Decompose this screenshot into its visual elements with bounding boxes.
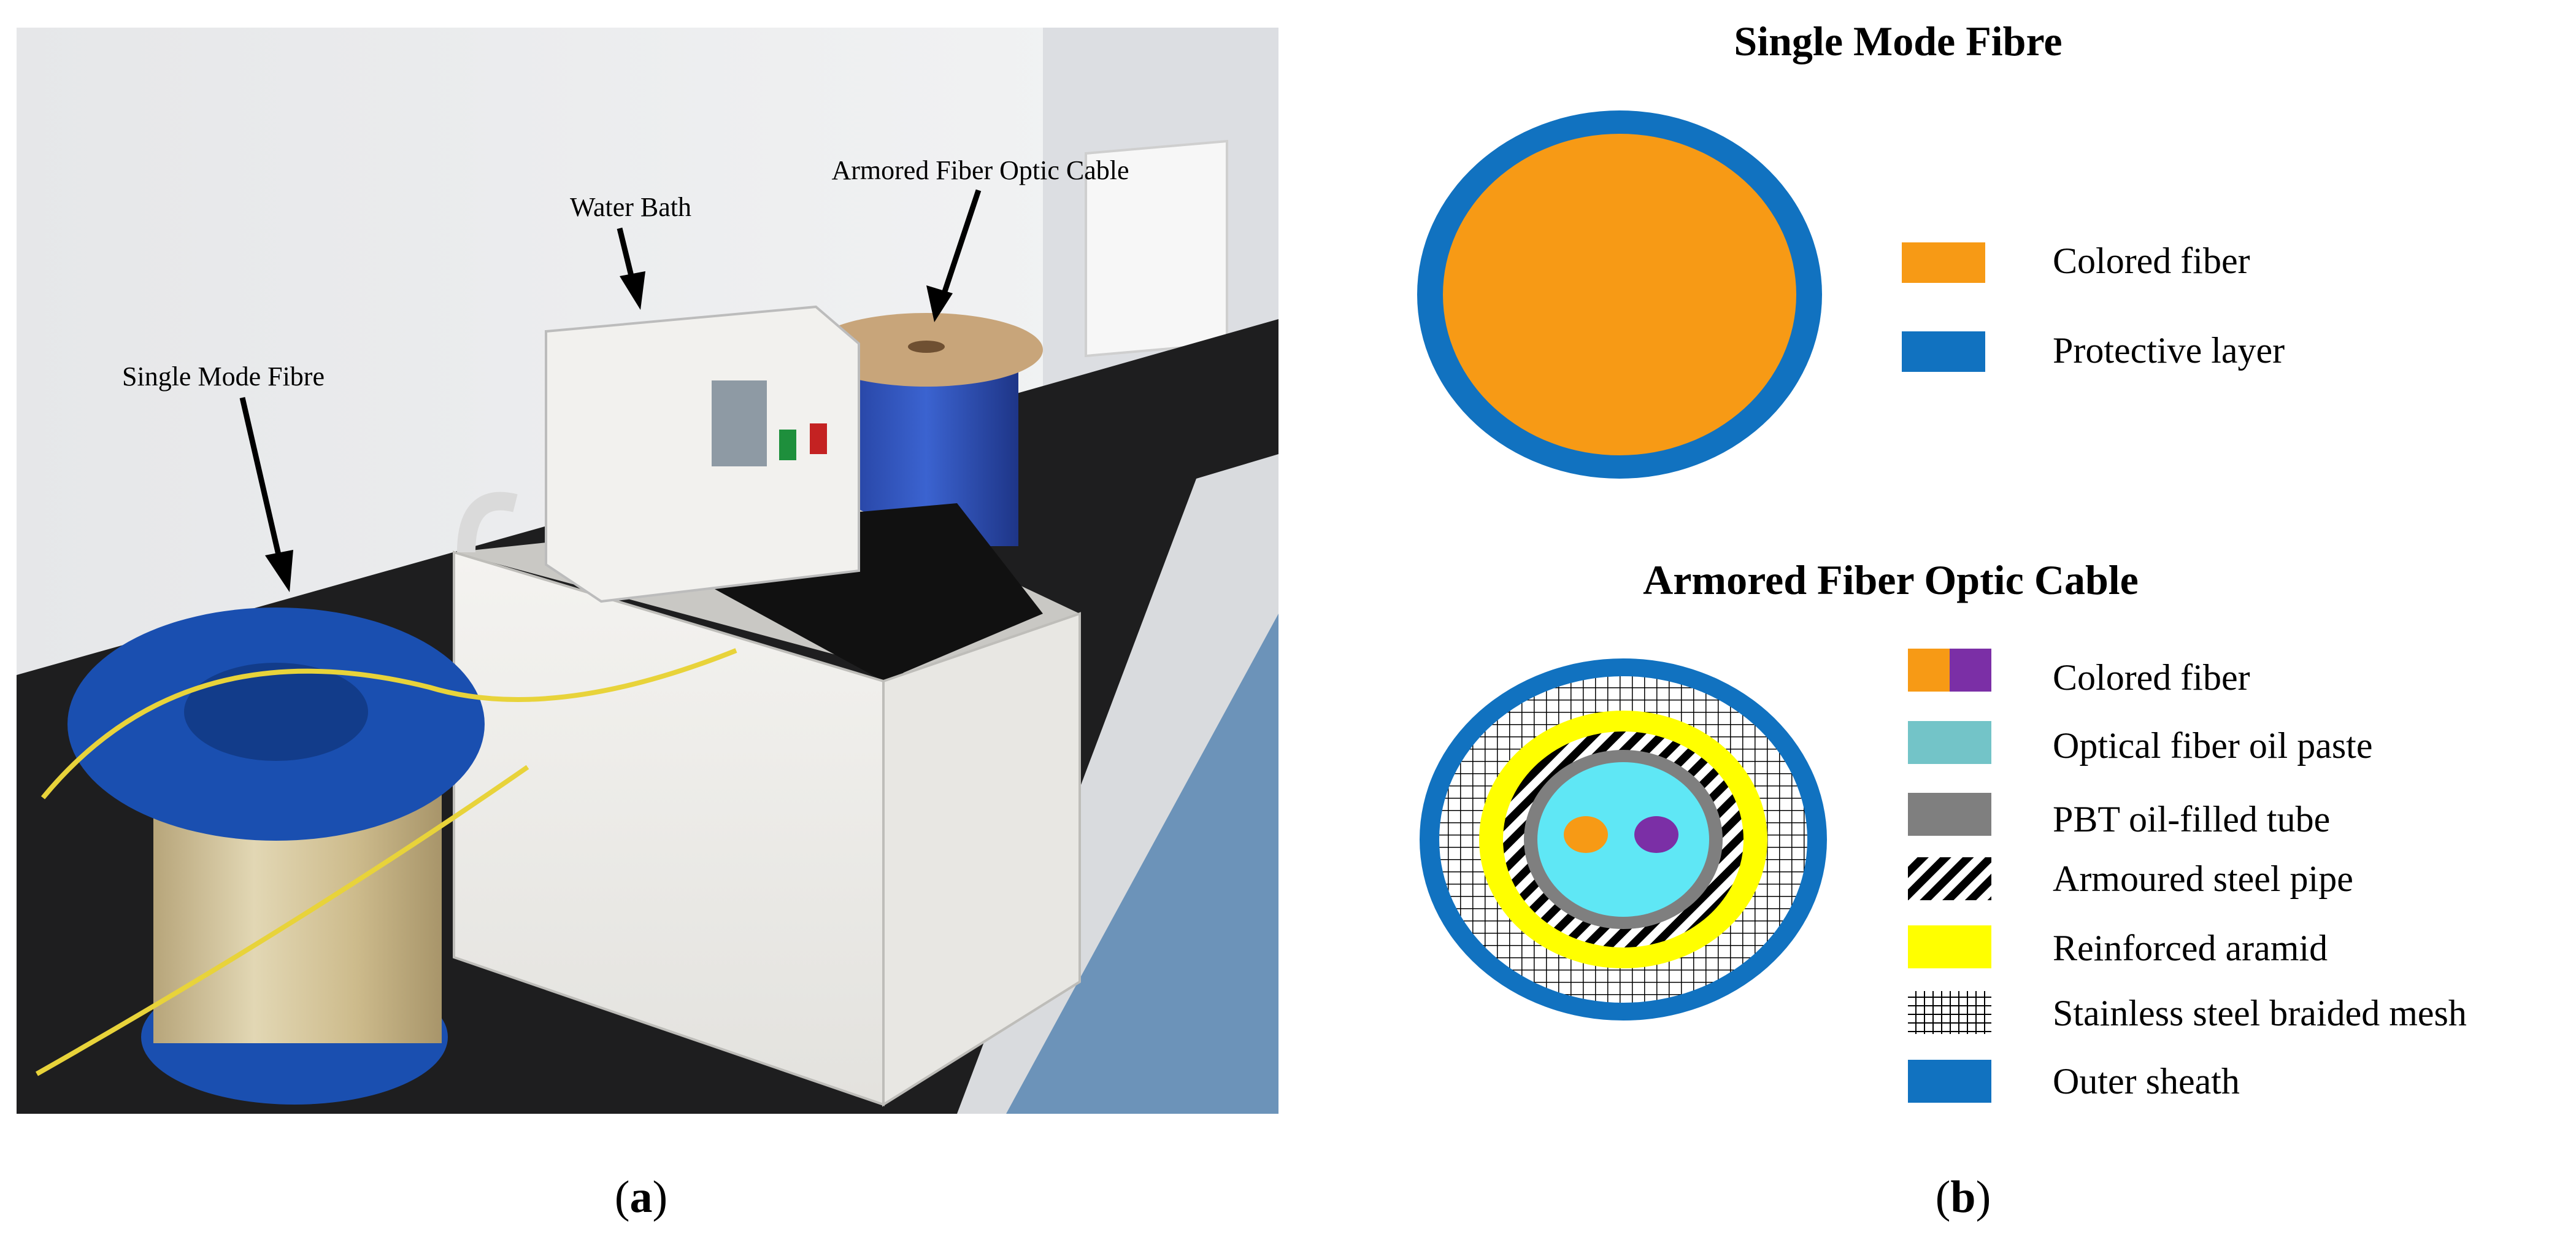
arrow-armored (939, 189, 982, 302)
arrow-single-mode (239, 396, 285, 572)
single-mode-cross-section (1417, 110, 1822, 479)
legend-swatch-outer-sheath (1908, 1060, 1991, 1103)
armored-title: Armored Fiber Optic Cable (1643, 557, 2139, 603)
legend-label-armored-colored-fiber: Colored fiber (2053, 657, 2250, 698)
water-bath (453, 305, 1081, 1107)
oil-paste-core (1537, 762, 1709, 917)
legend-swatch-protective-layer (1902, 331, 1985, 372)
caption-a: (a) (615, 1172, 667, 1222)
single-mode-fibre-spool (36, 608, 737, 1105)
legend-label-pbt-tube: PBT oil-filled tube (2053, 799, 2330, 839)
legend-swatch-aramid (1908, 925, 1991, 968)
colored-fiber-purple (1634, 816, 1678, 853)
photo-panel: Single Mode Fibre Water Bath Armored Fib… (17, 28, 1278, 1114)
legend-swatch-pbt-tube (1908, 793, 1991, 836)
caption-b: (b) (1936, 1172, 1991, 1222)
arrowhead-armored (926, 285, 953, 322)
colored-fiber-orange (1564, 816, 1608, 853)
label-single-mode-fibre: Single Mode Fibre (122, 361, 325, 392)
legend-label-steel-pipe: Armoured steel pipe (2053, 858, 2353, 899)
armored-cross-section (1420, 658, 1827, 1020)
legend-swatch-armored-colored-fiber-orange (1908, 649, 1950, 692)
legend-label-aramid: Reinforced aramid (2053, 928, 2328, 968)
legend-swatch-steel-pipe (1908, 857, 1991, 900)
single-mode-title: Single Mode Fibre (1734, 18, 2062, 64)
legend-swatch-braided-mesh (1908, 991, 1991, 1034)
legend-label-colored-fiber: Colored fiber (2053, 241, 2250, 281)
cross-section-panel: Single Mode Fibre Colored fiber Protecti… (1417, 18, 2467, 1103)
legend-label-oil-paste: Optical fiber oil paste (2053, 725, 2372, 766)
legend-label-braided-mesh: Stainless steel braided mesh (2053, 993, 2467, 1033)
arrowhead-water-bath (620, 271, 645, 310)
label-arrows (239, 189, 982, 592)
legend-swatch-oil-paste (1908, 721, 1991, 764)
arrowhead-single-mode (265, 550, 293, 592)
legend-swatch-colored-fiber (1902, 242, 1985, 283)
label-water-bath: Water Bath (570, 192, 691, 222)
legend-label-outer-sheath: Outer sheath (2053, 1061, 2240, 1101)
legend-label-protective-layer: Protective layer (2053, 330, 2285, 371)
label-armored-cable: Armored Fiber Optic Cable (831, 155, 1129, 185)
legend-swatch-armored-colored-fiber-purple (1950, 649, 1991, 692)
colored-fiber-core (1443, 134, 1796, 455)
